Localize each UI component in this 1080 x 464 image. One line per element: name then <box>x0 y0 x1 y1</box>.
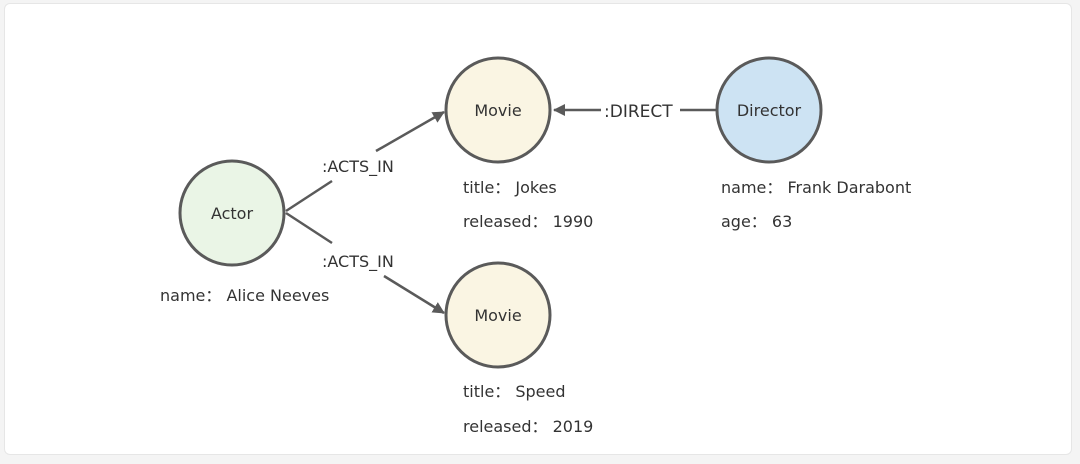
movie-1-prop-title: title： Jokes <box>463 178 557 197</box>
edge-acts-in-1-label: :ACTS_IN <box>322 157 394 177</box>
director-prop-age: age： 63 <box>721 212 792 231</box>
edge-acts-in-2-line <box>285 211 333 245</box>
edge-acts-in-1-line <box>285 179 333 213</box>
actor-prop-name: name： Alice Neeves <box>160 286 329 305</box>
movie-1-prop-released: released： 1990 <box>463 212 593 231</box>
node-movie-1[interactable]: Movie <box>444 56 552 164</box>
edge-acts-in-2: :ACTS_IN <box>285 211 445 315</box>
edge-acts-in-2-arrow <box>383 274 445 315</box>
edge-direct: :DIRECT <box>553 102 717 122</box>
node-movie-2[interactable]: Movie <box>444 261 552 369</box>
node-movie-1-circle <box>444 56 552 164</box>
node-movie-2-circle <box>444 261 552 369</box>
node-director-label: Director <box>737 101 802 120</box>
edge-acts-in-1: :ACTS_IN <box>285 110 445 213</box>
movie-2-prop-title: title： Speed <box>463 382 566 401</box>
node-actor-label: Actor <box>211 204 254 223</box>
node-actor-circle <box>178 159 286 267</box>
edge-acts-in-1-arrow <box>375 110 445 153</box>
node-movie-1-label: Movie <box>474 101 521 120</box>
node-actor[interactable]: Actor <box>178 159 286 267</box>
movie-2-prop-released: released： 2019 <box>463 417 593 436</box>
edge-acts-in-2-label: :ACTS_IN <box>322 252 394 272</box>
director-prop-name: name： Frank Darabont <box>721 178 911 197</box>
node-director[interactable]: Director <box>715 56 823 164</box>
node-movie-2-label: Movie <box>474 306 521 325</box>
node-director-circle <box>715 56 823 164</box>
edge-direct-label: :DIRECT <box>604 102 673 122</box>
